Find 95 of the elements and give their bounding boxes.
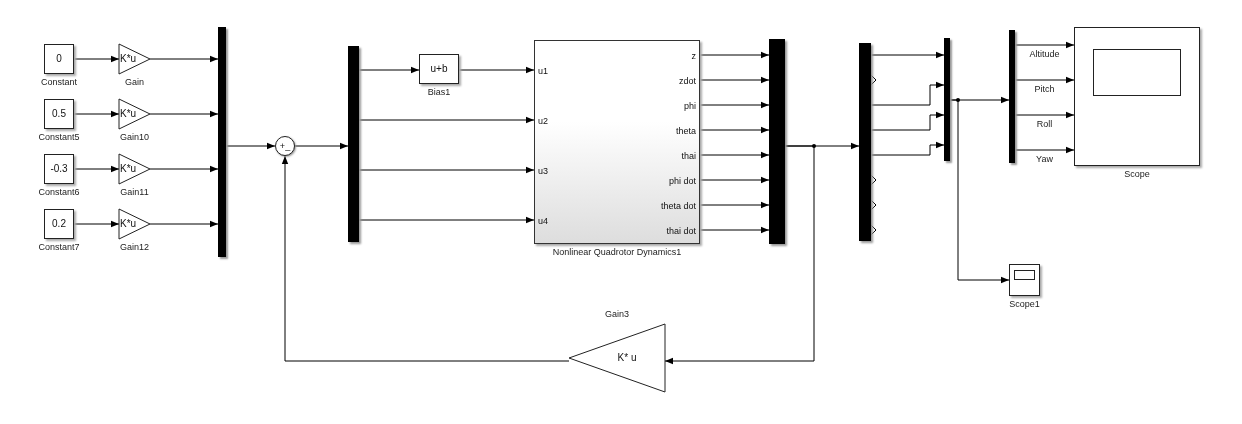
block-name: Constant7 — [38, 243, 80, 252]
signal-arrow — [870, 111, 945, 131]
signal-arrow — [699, 151, 770, 159]
signal-arrow — [699, 226, 770, 234]
signal-arrow — [699, 101, 770, 109]
block-value: 0 — [56, 54, 62, 64]
signal-arrow — [699, 51, 770, 59]
signal-arrow — [699, 176, 770, 184]
block-name: Bias1 — [427, 88, 451, 97]
signal-label: Roll — [1036, 120, 1053, 129]
subsystem-block — [534, 40, 700, 244]
port-label: phi — [684, 101, 696, 111]
signal-arrow — [358, 216, 535, 224]
bias-block — [419, 54, 459, 84]
gain-expression: K*u — [120, 109, 137, 119]
signal-label: Yaw — [1036, 155, 1053, 164]
port-label: phi dot — [668, 176, 696, 186]
block-value: -0.3 — [50, 164, 68, 174]
block-name: Gain11 — [120, 188, 149, 197]
signal-arrow — [949, 99, 1010, 284]
gain-triangle — [569, 324, 665, 392]
signal-arrow — [1014, 111, 1075, 119]
signal-arrow — [149, 165, 219, 173]
signal-label: Altitude — [1029, 50, 1060, 59]
port-label: u4 — [538, 216, 548, 226]
signal-arrow — [73, 110, 120, 118]
sum-circle — [275, 136, 295, 156]
gain-triangle — [119, 209, 150, 239]
port-label: theta dot — [660, 201, 696, 211]
signal-arrow — [225, 142, 276, 150]
signal-arrow — [281, 155, 570, 362]
signal-arrow — [1014, 41, 1075, 49]
signal-arrow — [149, 110, 219, 118]
signal-arrow — [699, 201, 770, 209]
gain-triangle — [119, 44, 150, 74]
port-label: thai — [681, 151, 696, 161]
constant-block — [44, 209, 74, 239]
signal-arrow — [358, 166, 535, 174]
mux-bar — [859, 43, 871, 241]
port-label: u2 — [538, 116, 548, 126]
signal-arrow — [358, 116, 535, 124]
gain-triangle — [119, 154, 150, 184]
signal-arrow — [1014, 76, 1075, 84]
port-label: u1 — [538, 66, 548, 76]
block-name: Gain12 — [120, 243, 149, 252]
signal-arrow — [358, 66, 420, 74]
scope-block — [1009, 264, 1040, 296]
sign-label: + — [279, 141, 286, 151]
constant-block — [44, 154, 74, 184]
constant-block — [44, 99, 74, 129]
block-value: 0.2 — [52, 219, 66, 229]
signal-arrow — [870, 141, 945, 156]
block-value: u+b — [430, 64, 448, 74]
signal-arrow — [1014, 146, 1075, 154]
mux-bar — [944, 38, 950, 161]
block-value: 0.5 — [52, 109, 66, 119]
block-name: Gain — [125, 78, 144, 87]
signal-arrow — [73, 165, 120, 173]
signal-arrow — [73, 220, 120, 228]
signal-arrow — [870, 51, 945, 59]
block-name: Gain10 — [120, 133, 149, 142]
signal-arrow — [699, 126, 770, 134]
block-name: Scope1 — [1009, 300, 1040, 309]
block-name: Gain3 — [605, 310, 629, 319]
gain-expression: K*u — [120, 54, 137, 64]
scope-block — [1074, 27, 1200, 166]
gain-triangle — [119, 99, 150, 129]
signal-arrow — [870, 81, 945, 106]
gain-expression: K*u — [120, 219, 137, 229]
sign-label: _ — [285, 141, 291, 151]
block-name: Nonlinear Quadrotor Dynamics1 — [552, 248, 682, 257]
signal-arrow — [73, 55, 120, 63]
block-name: Constant5 — [38, 133, 80, 142]
port-label: u3 — [538, 166, 548, 176]
signal-arrow — [294, 142, 349, 150]
gain-expression: K* u — [617, 353, 637, 363]
mux-bar — [348, 46, 359, 242]
signal-arrow — [149, 55, 219, 63]
mux-bar — [1009, 30, 1015, 163]
port-label: thai dot — [666, 226, 696, 236]
port-label: theta — [675, 126, 696, 136]
signal-arrow — [149, 220, 219, 228]
signal-arrow — [664, 145, 815, 365]
signal-label: Pitch — [1034, 85, 1055, 94]
block-name: Scope — [1124, 170, 1150, 179]
block-name: Constant6 — [38, 188, 80, 197]
block-name: Constant — [41, 78, 77, 87]
signal-arrow — [699, 76, 770, 84]
mux-bar — [218, 27, 226, 257]
signal-arrow — [458, 66, 535, 74]
mux-bar — [769, 39, 785, 244]
port-label: zdot — [679, 76, 696, 86]
gain-expression: K*u — [120, 164, 137, 174]
constant-block — [44, 44, 74, 74]
port-label: z — [691, 51, 696, 61]
